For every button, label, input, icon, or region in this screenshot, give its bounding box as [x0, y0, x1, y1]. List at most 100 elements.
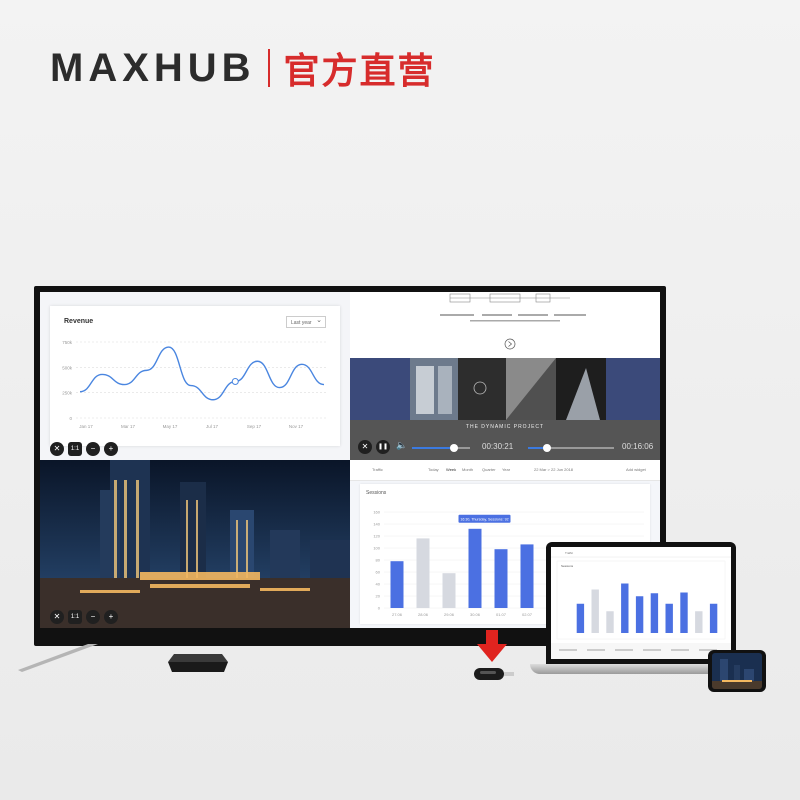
- sessions-label: Sessions: [366, 490, 387, 496]
- sessions-label: Sessions: [561, 564, 574, 568]
- footer-item: [643, 649, 661, 651]
- tab-year[interactable]: Year: [502, 467, 511, 472]
- window-toolbar: ✕ 1:1 − +: [50, 610, 118, 624]
- tooltip-box: [458, 514, 511, 523]
- add-widget-button[interactable]: Add widget: [626, 467, 646, 472]
- laptop-footer: [551, 643, 731, 659]
- laptop-base: [530, 664, 752, 674]
- traffic-label: Traffic: [565, 551, 574, 555]
- tab-quarter[interactable]: Quarter: [482, 467, 496, 472]
- bar: [650, 593, 659, 633]
- city-night-photo: [40, 460, 350, 628]
- bar: [621, 583, 629, 633]
- y-tick-label: 250k: [62, 391, 73, 396]
- bar: [390, 561, 404, 608]
- city-image-window[interactable]: ✕ 1:1 − +: [40, 460, 350, 628]
- bar: [591, 589, 599, 633]
- bar: [468, 528, 482, 608]
- traffic-label: Traffic: [372, 467, 383, 472]
- y-tick-label: 0: [378, 606, 381, 611]
- video-player-bar: THE DYNAMIC PROJECT ✕ ❚❚ 🔈 00:30:21 00:1…: [350, 420, 660, 460]
- volume-slider[interactable]: [412, 444, 470, 452]
- tab-week[interactable]: Week: [446, 467, 457, 472]
- close-icon[interactable]: ✕: [50, 442, 64, 456]
- x-tick-label: 29.06: [444, 612, 455, 617]
- photo-strip: [350, 358, 660, 420]
- y-tick-label: 100: [373, 546, 380, 551]
- y-tick-label: 0: [69, 416, 72, 421]
- revenue-series-line: [79, 346, 325, 401]
- zoom-in-icon[interactable]: +: [104, 442, 118, 456]
- brand-header: MAXHUB 官方直营: [50, 44, 436, 92]
- close-icon[interactable]: ✕: [358, 440, 372, 454]
- y-tick-label: 160: [373, 510, 380, 515]
- y-tick-label: 20: [376, 594, 381, 599]
- bar: [709, 603, 718, 633]
- x-tick-label: 27.06: [392, 612, 403, 617]
- video-controls: ✕ ❚❚ 🔈 00:30:21 00:16:06: [350, 438, 660, 456]
- current-time: 00:30:21: [482, 442, 514, 451]
- seek-bar[interactable]: [528, 444, 614, 452]
- fullscreen-icon[interactable]: 1:1: [68, 442, 82, 456]
- bar: [442, 573, 456, 608]
- phone: [708, 650, 766, 692]
- video-window[interactable]: THE DYNAMIC PROJECT ✕ ❚❚ 🔈 00:30:21 00:1…: [350, 292, 660, 460]
- bar: [680, 592, 688, 633]
- brand-divider: [267, 49, 270, 87]
- zoom-in-icon[interactable]: +: [104, 610, 118, 624]
- fullscreen-icon[interactable]: 1:1: [68, 610, 82, 624]
- x-tick-label: 02.07: [522, 612, 533, 617]
- x-tick-label: May 17: [163, 424, 178, 429]
- footer-item: [559, 649, 577, 651]
- brand-logo: MAXHUB: [50, 45, 256, 90]
- period-select[interactable]: Last year: [286, 315, 326, 328]
- x-tick-label: Jan 17: [79, 424, 93, 429]
- x-tick-label: Jul 17: [206, 424, 219, 429]
- footer-item: [587, 649, 605, 651]
- bar: [695, 611, 703, 633]
- tooltip-text: 16:30, Thursday, Sessions: 92: [460, 517, 508, 521]
- zoom-out-icon[interactable]: −: [86, 442, 100, 456]
- y-tick-label: 120: [373, 534, 380, 539]
- bar: [576, 603, 585, 633]
- x-tick-label: 01.07: [496, 612, 507, 617]
- tab-month[interactable]: Month: [462, 467, 474, 472]
- brand-subtitle: 官方直营: [283, 50, 436, 91]
- date-range[interactable]: 22 Mar > 22 Jun 2018: [534, 467, 574, 472]
- y-tick-label: 500k: [62, 365, 73, 370]
- wireless-dongle: [474, 668, 514, 680]
- y-tick-label: 750k: [62, 340, 73, 345]
- volume-icon[interactable]: 🔈: [396, 440, 408, 450]
- revenue-title: Revenue: [64, 318, 94, 325]
- y-tick-label: 140: [373, 522, 380, 527]
- x-tick-label: 30.06: [470, 612, 481, 617]
- laptop-topbar: [551, 547, 731, 557]
- footer-item: [699, 649, 717, 651]
- bar: [416, 538, 430, 608]
- y-tick-label: 60: [376, 570, 381, 575]
- bar: [494, 549, 508, 608]
- x-tick-label: 28.06: [418, 612, 429, 617]
- x-tick-label: Sep 17: [247, 424, 262, 429]
- y-tick-label: 40: [376, 582, 381, 587]
- zoom-out-icon[interactable]: −: [86, 610, 100, 624]
- bar: [606, 611, 614, 633]
- x-tick-label: Nov 17: [289, 424, 304, 429]
- footer-item: [615, 649, 633, 651]
- phone-screen: [712, 653, 762, 689]
- bar: [635, 596, 644, 633]
- x-tick-label: Mar 17: [121, 424, 136, 429]
- close-icon[interactable]: ✕: [50, 610, 64, 624]
- tab-today[interactable]: Today: [428, 467, 439, 472]
- pause-icon[interactable]: ❚❚: [376, 440, 390, 454]
- footer-item: [671, 649, 689, 651]
- media-box: [168, 654, 228, 672]
- total-time: 00:16:06: [622, 442, 654, 451]
- bar: [665, 603, 673, 633]
